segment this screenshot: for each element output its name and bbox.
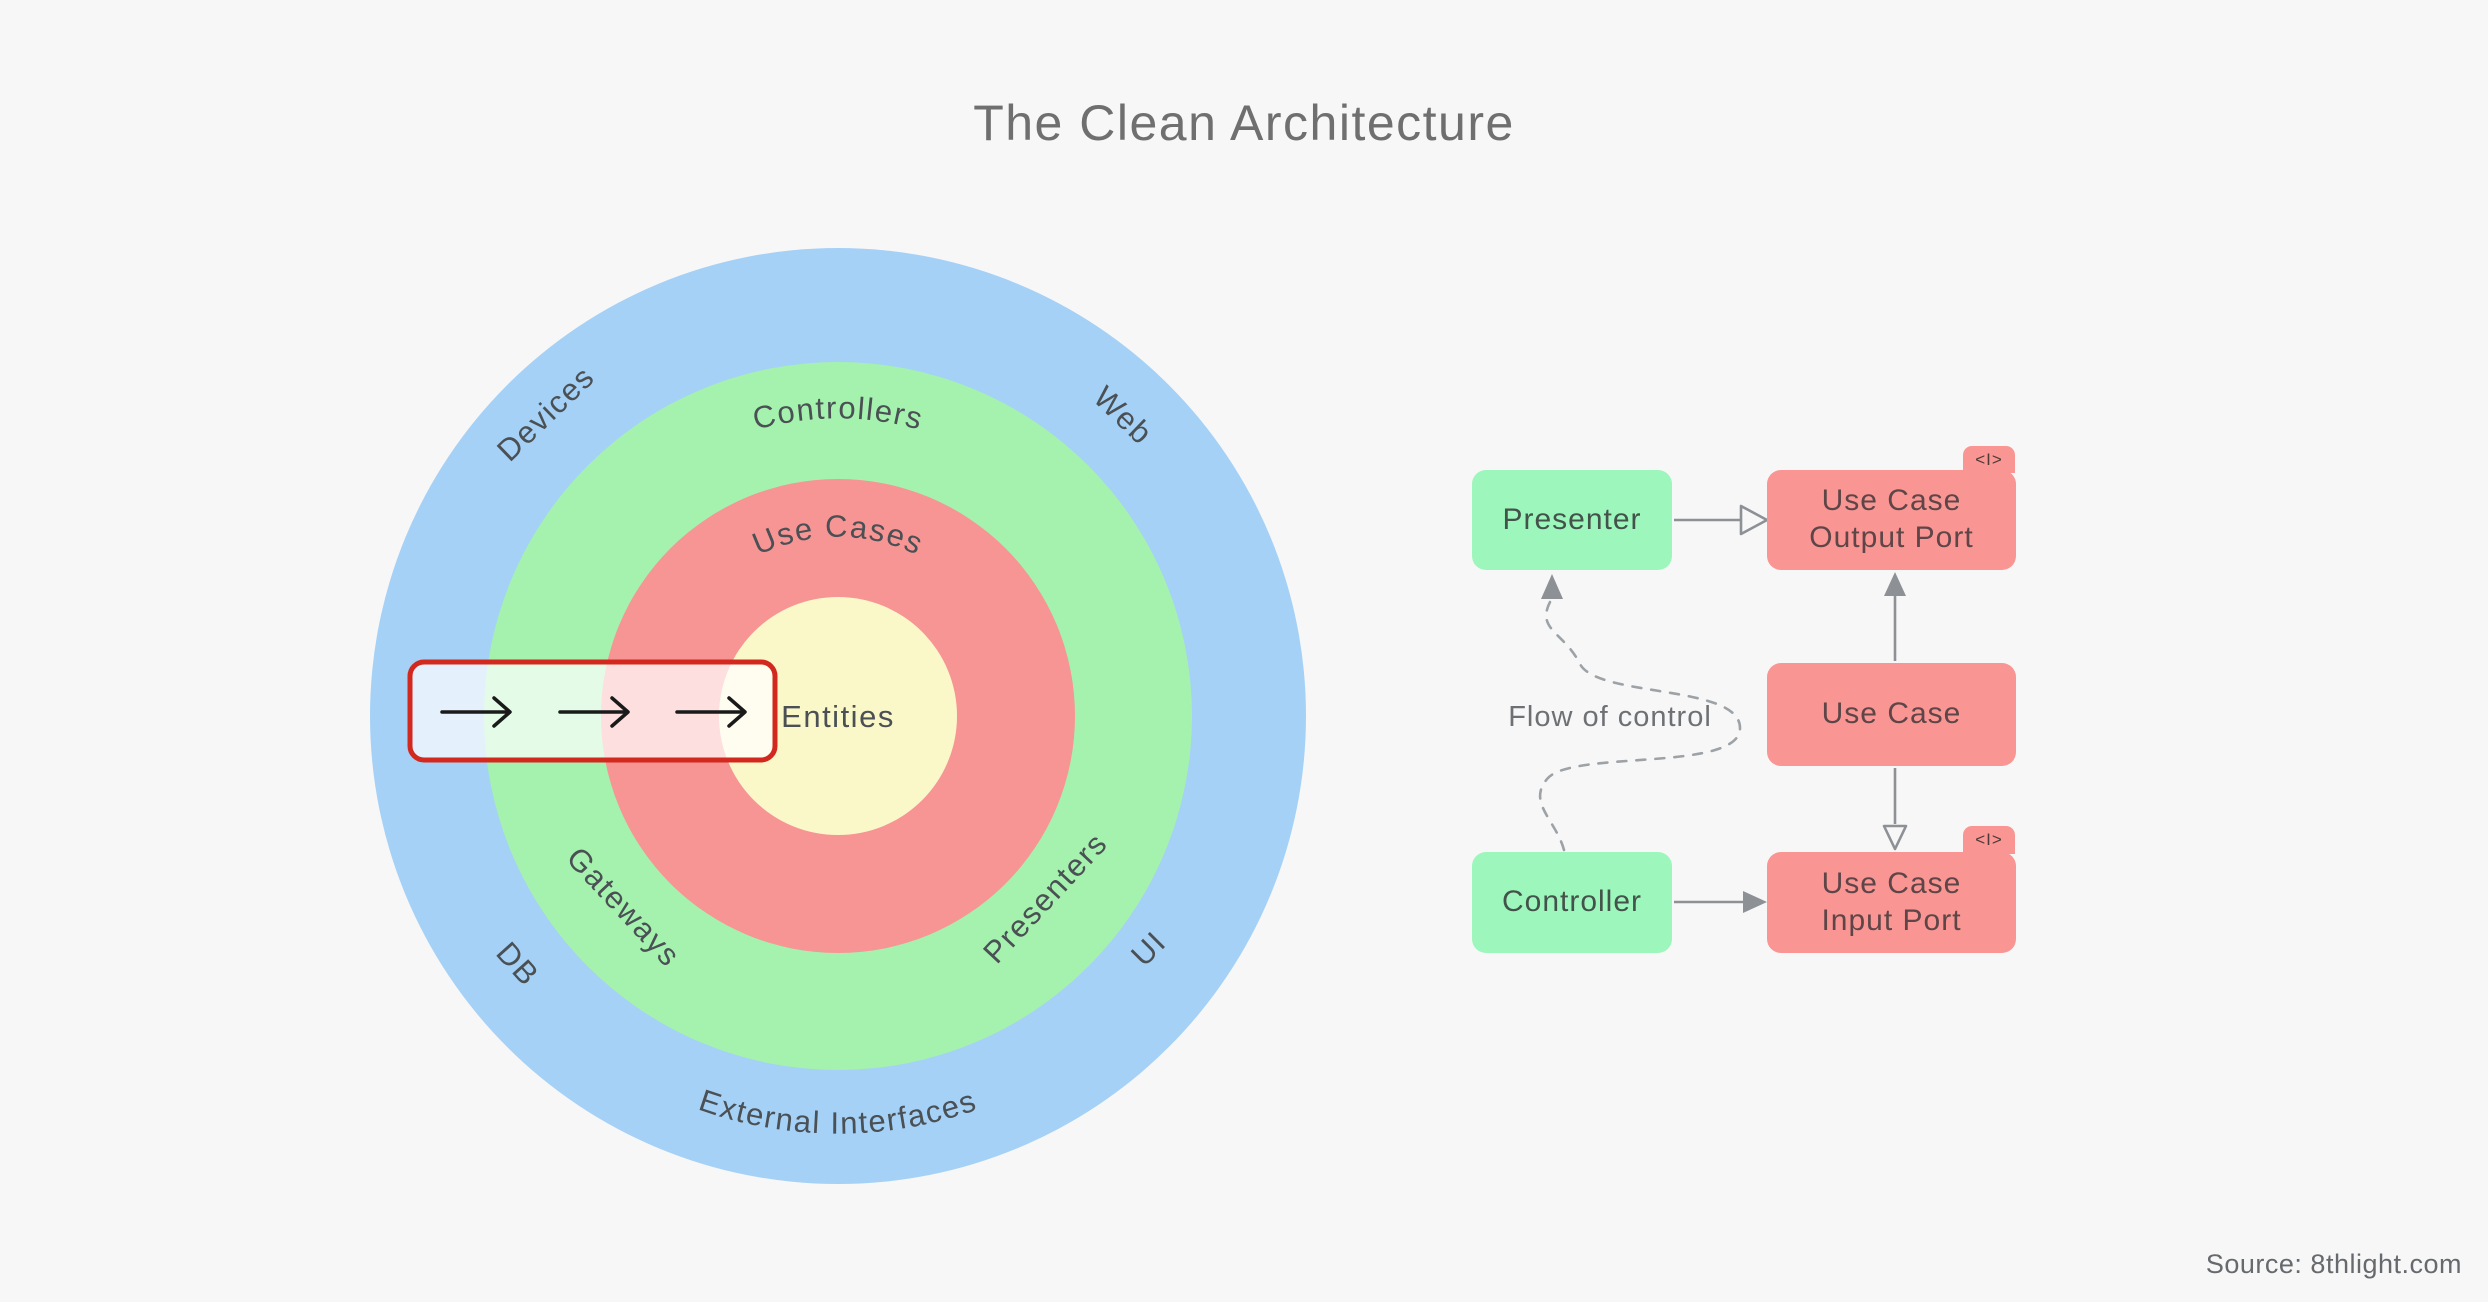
interface-badge: <I>: [1975, 830, 2003, 849]
presenter-label: Presenter: [1502, 502, 1642, 536]
controller-label: Controller: [1501, 885, 1643, 919]
calls-arrow-use-case-output-port: [1884, 572, 1906, 661]
use-case-output-port-box: Use Case Output Port: [1767, 470, 2016, 570]
dependency-arrow-icon: [558, 696, 630, 728]
calls-arrow-controller-input-port: [1674, 891, 1767, 913]
presenter-box: Presenter: [1472, 470, 1672, 570]
realizes-arrow-presenter-output-port: [1674, 504, 1769, 536]
ring-label-entities: Entities: [781, 699, 895, 734]
page-title: The Clean Architecture: [973, 95, 1515, 151]
flow-connectors: [1538, 504, 1908, 913]
use-case-input-port-label: Use Case Input Port: [1821, 866, 1962, 937]
flow-of-control-diagram: <I> <I> Presenter Use Case Output Port U…: [1440, 430, 2080, 990]
interface-badge: <I>: [1975, 449, 2003, 469]
flow-of-control-label: Flow of control: [1508, 701, 1712, 733]
dependency-rule-callout: [407, 659, 778, 763]
use-case-output-port-label: Use Case Output Port: [1809, 484, 1974, 554]
use-case-label: Use Case: [1821, 697, 1962, 731]
use-case-input-port-box: Use Case Input Port: [1767, 852, 2016, 953]
dependency-arrow-icon: [675, 696, 747, 728]
controller-box: Controller: [1472, 852, 1672, 953]
interface-tab: <I>: [1963, 446, 2015, 473]
flow-of-control-dashed-arrow: [1538, 574, 1742, 852]
interface-tab: <I>: [1963, 826, 2015, 854]
use-case-box: Use Case: [1767, 663, 2016, 766]
source-attribution: Source: 8thlight.com: [2205, 1249, 2462, 1279]
dependency-arrow-icon: [440, 696, 512, 728]
ring-enterprise-business-rules: [719, 597, 957, 835]
architecture-rings-diagram: Devices Web DB UI Gateways Presenters Co…: [370, 248, 1306, 1184]
realizes-arrow-use-case-input-port: [1882, 768, 1908, 851]
